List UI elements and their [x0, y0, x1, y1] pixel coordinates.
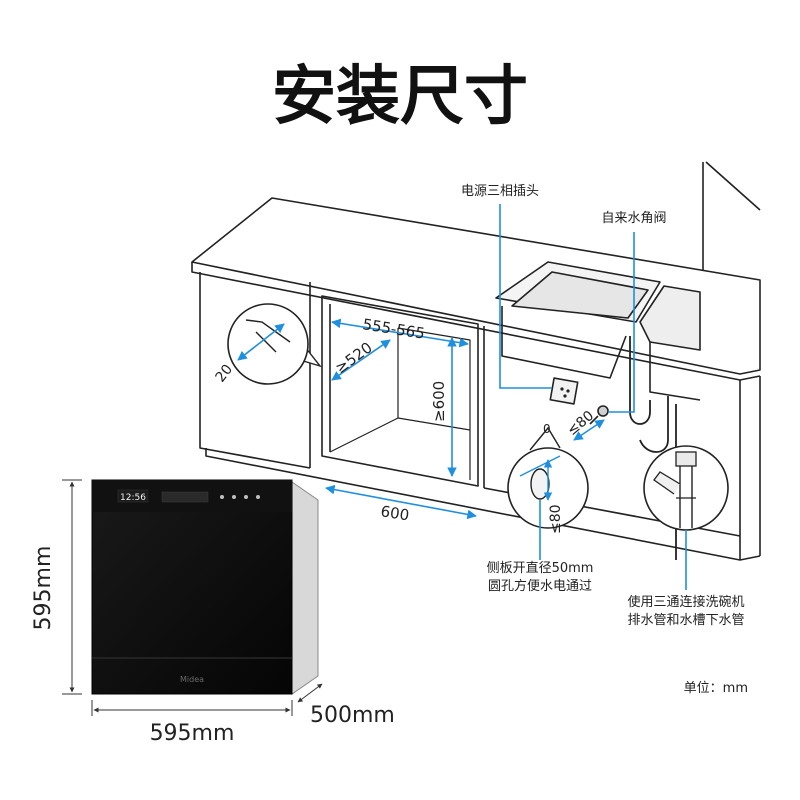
bay-width-dimension-label: 600: [379, 502, 410, 524]
hole-offset-label: ≤80: [548, 504, 564, 534]
water-valve-callout: 自来水角阀: [601, 211, 666, 226]
page-title: 安装尺寸: [272, 60, 528, 134]
dishwasher-side: [291, 481, 319, 695]
tee-callout-line2: 排水管和水槽下水管: [627, 613, 744, 628]
svg-text:0: 0: [543, 422, 551, 436]
appliance-depth-label: 500mm: [310, 703, 395, 728]
drain-trap: [639, 396, 669, 453]
tee-callout-line1: 使用三通连接洗碗机: [627, 594, 744, 610]
appliance-dimensions: [62, 479, 323, 716]
side-gap-label: 20: [213, 362, 237, 386]
bay-floor-line: [397, 417, 471, 431]
height-dimension-label: ≥600: [430, 381, 448, 422]
appliance-depth-line: [297, 683, 323, 703]
appliance-width-label: 595mm: [150, 721, 235, 746]
wall-top: [705, 161, 761, 211]
dishwasher: 12:56 Midea: [91, 479, 319, 695]
control-button-1[interactable]: [220, 495, 224, 499]
side-hole-callout-line1: 侧板开直径50mm: [487, 561, 594, 576]
angle-valve-icon: [597, 405, 609, 417]
display-text: 12:56: [120, 493, 146, 503]
control-button-4[interactable]: [256, 495, 260, 499]
width-dimension-line: [331, 318, 469, 348]
control-button-3[interactable]: [244, 495, 248, 499]
left-cabinet-front: [199, 272, 311, 469]
power-plug-icon: [549, 377, 579, 405]
countertop: [191, 197, 761, 375]
brand-logo: Midea: [180, 675, 204, 684]
control-button-2[interactable]: [232, 495, 236, 499]
cabinet-drawing: [191, 161, 761, 561]
sink-body-left: [501, 306, 627, 379]
bay-width-dimension-line: [325, 484, 477, 520]
magnifier-side-hole: 0: [507, 422, 589, 529]
plug-offset-label: ≤80: [564, 408, 597, 439]
width-dimension-label: 555-565: [361, 315, 426, 343]
power-plug-callout: 电源三相插头: [461, 184, 539, 199]
sink-bowl-left: [511, 271, 649, 319]
bay-opening: [321, 295, 479, 487]
magnifier-side-gap: 20: [213, 303, 322, 386]
unit-note: 单位：mm: [684, 681, 748, 696]
cabinet-dimensions: [325, 204, 687, 590]
sink-bowl-right: [639, 285, 701, 351]
display-window: [117, 489, 149, 503]
depth-dimension-label: ≥520: [332, 338, 376, 377]
depth-dimension-line: [331, 339, 391, 381]
appliance-height-label: 595mm: [31, 546, 56, 631]
water-valve-leader: [608, 232, 635, 413]
door-handle: [161, 491, 209, 503]
dishwasher-front: [91, 479, 293, 695]
power-plug-leader: [499, 204, 552, 389]
plug-offset-dimension-line: [573, 419, 605, 441]
sink-body-right: [649, 342, 701, 401]
magnifier-tee-joint: [643, 445, 729, 531]
side-hole-callout-line2: 圆孔方便水电通过: [488, 578, 592, 594]
